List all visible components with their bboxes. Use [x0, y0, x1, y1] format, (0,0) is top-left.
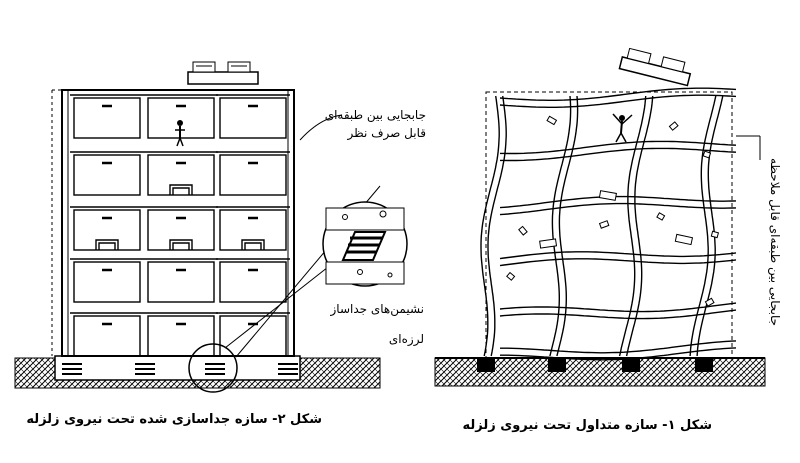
isolated-building [14, 61, 408, 393]
room-cell [147, 261, 215, 303]
conventional-building [434, 47, 766, 387]
isolator-label: نشیمن‌های جداساز لرزه‌ای [302, 300, 425, 348]
room-cell [219, 154, 287, 196]
room-cell [147, 154, 215, 196]
room-cell [219, 315, 287, 357]
room-cell [147, 315, 215, 357]
isolator-label-line1: نشیمن‌های جداساز [330, 302, 425, 316]
room-cell [73, 315, 141, 357]
drift-considerable-label: جابجایی بین طبقه‌ای قابل ملاحظه [768, 158, 782, 327]
drift-negligible-line2: قابل صرف نظر [347, 126, 426, 140]
room-cell [73, 154, 141, 196]
room-cell [219, 261, 287, 303]
room-cell [219, 209, 287, 251]
caption-isolated: شکل ۲- سازه جداسازی شده تحت نیروی زلزله [26, 412, 322, 427]
room-cell [73, 261, 141, 303]
room-cell [147, 209, 215, 251]
caption-conventional: شکل ۱- سازه متداول تحت نیروی زلزله [462, 418, 712, 433]
room-cell [73, 97, 141, 139]
isolator-bearings [62, 363, 298, 375]
drift-negligible-label: جابجایی بین طبقه‌ای قابل صرف نظر [302, 106, 426, 142]
drift-negligible-line1: جابجایی بین طبقه‌ای [324, 108, 426, 122]
room-cell [219, 97, 287, 139]
room-cell [73, 209, 141, 251]
isolator-label-line2: لرزه‌ای [388, 332, 424, 346]
